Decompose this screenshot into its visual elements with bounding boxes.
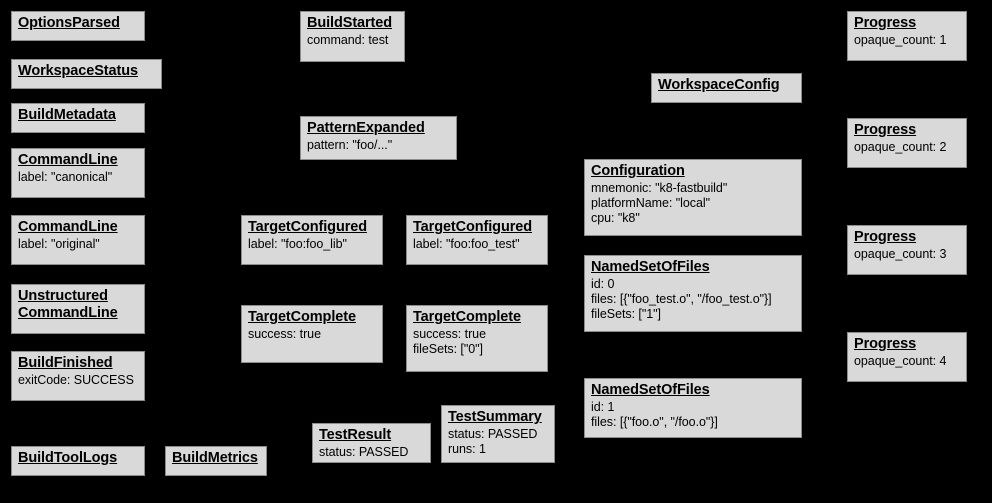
- node-progress-2[interactable]: Progress opaque_count: 2: [847, 118, 967, 168]
- node-target-complete-lib[interactable]: TargetComplete success: true: [241, 305, 383, 363]
- node-command-line-original[interactable]: CommandLine label: "original": [11, 215, 145, 265]
- node-test-result[interactable]: TestResult status: PASSED: [312, 423, 431, 463]
- node-progress-3[interactable]: Progress opaque_count: 3: [847, 225, 967, 275]
- node-title: NamedSetOfFiles: [591, 382, 710, 398]
- node-fields: opaque_count: 1: [854, 33, 947, 47]
- node-build-finished[interactable]: BuildFinished exitCode: SUCCESS: [11, 351, 145, 401]
- node-fields: opaque_count: 4: [854, 354, 947, 368]
- node-title: Progress: [854, 229, 917, 245]
- node-title: CommandLine: [18, 152, 118, 168]
- node-title: TargetComplete: [248, 309, 356, 325]
- node-build-tool-logs[interactable]: BuildToolLogs: [11, 446, 145, 476]
- node-pattern-expanded[interactable]: PatternExpanded pattern: "foo/...": [300, 116, 457, 160]
- node-title: BuildMetrics: [172, 450, 258, 466]
- node-progress-4[interactable]: Progress opaque_count: 4: [847, 332, 967, 382]
- node-target-configured-foo-lib[interactable]: TargetConfigured label: "foo:foo_lib": [241, 215, 383, 265]
- node-fields: id: 1 files: [{"foo.o", "/foo.o"}]: [591, 400, 718, 429]
- node-named-set-of-files-1[interactable]: NamedSetOfFiles id: 1 files: [{"foo.o", "…: [584, 378, 802, 438]
- node-fields: opaque_count: 3: [854, 247, 947, 261]
- node-options-parsed[interactable]: OptionsParsed: [11, 11, 145, 41]
- node-title: Progress: [854, 336, 917, 352]
- node-title: TestResult: [319, 427, 392, 443]
- node-test-summary[interactable]: TestSummary status: PASSED runs: 1: [441, 405, 555, 463]
- node-fields: label: "foo:foo_lib": [248, 237, 347, 251]
- node-fields: success: true: [248, 327, 321, 341]
- node-command-line-canonical[interactable]: CommandLine label: "canonical": [11, 148, 145, 198]
- node-title: CommandLine: [18, 219, 118, 235]
- node-title: BuildMetadata: [18, 107, 116, 123]
- node-fields: pattern: "foo/...": [307, 138, 393, 152]
- node-title: WorkspaceStatus: [18, 63, 138, 79]
- node-fields: label: "original": [18, 237, 100, 251]
- node-title: PatternExpanded: [307, 120, 425, 136]
- node-named-set-of-files-0[interactable]: NamedSetOfFiles id: 0 files: [{"foo_test.…: [584, 255, 802, 332]
- node-title: TargetComplete: [413, 309, 521, 325]
- node-target-complete-test[interactable]: TargetComplete success: true fileSets: ["…: [406, 305, 548, 372]
- node-title: TargetConfigured: [413, 219, 532, 235]
- node-fields: success: true fileSets: ["0"]: [413, 327, 486, 356]
- node-title: Configuration: [591, 163, 685, 179]
- node-title: TestSummary: [448, 409, 542, 425]
- node-target-configured-foo-test[interactable]: TargetConfigured label: "foo:foo_test": [406, 215, 548, 265]
- node-fields: status: PASSED: [319, 445, 409, 459]
- node-build-started[interactable]: BuildStarted command: test: [300, 11, 405, 62]
- node-title: OptionsParsed: [18, 15, 120, 31]
- node-progress-1[interactable]: Progress opaque_count: 1: [847, 11, 967, 61]
- node-fields: id: 0 files: [{"foo_test.o", "/foo_test.…: [591, 277, 772, 321]
- node-title: Progress: [854, 15, 917, 31]
- node-workspace-status[interactable]: WorkspaceStatus: [11, 59, 162, 89]
- node-title: Unstructured CommandLine: [18, 288, 118, 321]
- node-fields: command: test: [307, 33, 389, 47]
- node-unstructured-command-line[interactable]: Unstructured CommandLine: [11, 284, 145, 334]
- node-title: NamedSetOfFiles: [591, 259, 710, 275]
- node-build-metadata[interactable]: BuildMetadata: [11, 103, 145, 133]
- node-title: Progress: [854, 122, 917, 138]
- node-fields: status: PASSED runs: 1: [448, 427, 538, 456]
- node-fields: label: "canonical": [18, 170, 113, 184]
- node-title: BuildFinished: [18, 355, 113, 371]
- node-title: TargetConfigured: [248, 219, 367, 235]
- node-configuration[interactable]: Configuration mnemonic: "k8-fastbuild" pl…: [584, 159, 802, 236]
- node-workspace-config[interactable]: WorkspaceConfig: [651, 73, 802, 103]
- node-fields: mnemonic: "k8-fastbuild" platformName: "…: [591, 181, 728, 225]
- node-fields: label: "foo:foo_test": [413, 237, 520, 251]
- node-title: BuildStarted: [307, 15, 393, 31]
- node-fields: opaque_count: 2: [854, 140, 947, 154]
- node-fields: exitCode: SUCCESS: [18, 373, 134, 387]
- node-build-metrics[interactable]: BuildMetrics: [165, 446, 267, 476]
- node-title: WorkspaceConfig: [658, 77, 780, 93]
- node-title: BuildToolLogs: [18, 450, 118, 466]
